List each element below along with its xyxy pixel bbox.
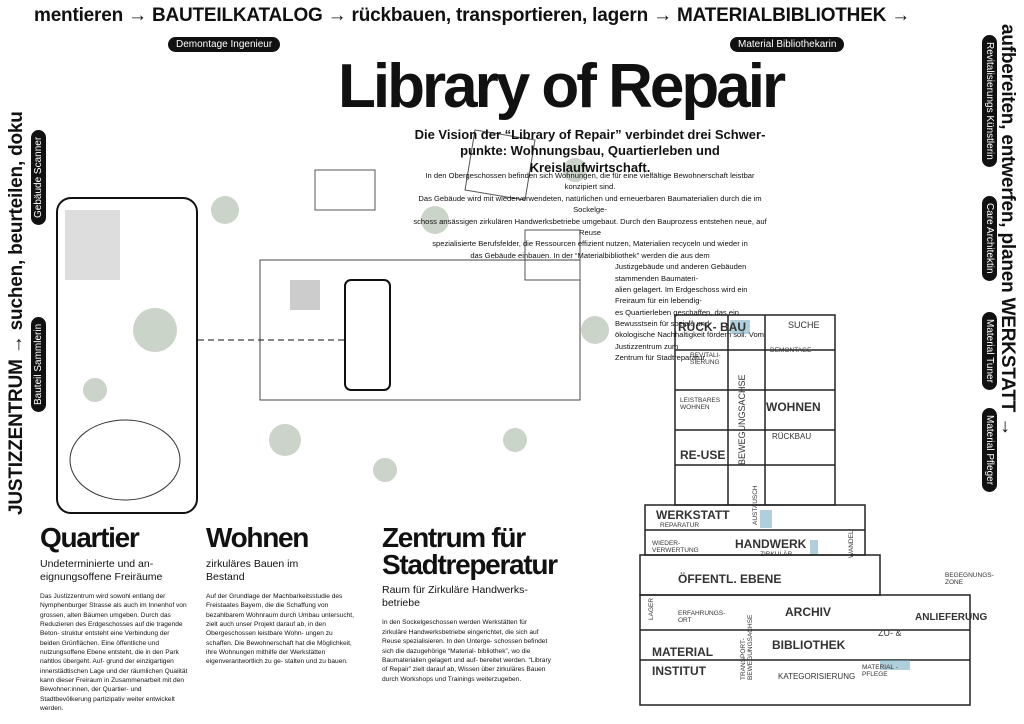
- section-text: In den Sockelgeschossen werden Werkstätt…: [382, 619, 551, 683]
- label-material: MATERIAL: [652, 645, 714, 659]
- page-title: Library of Repair: [338, 52, 786, 121]
- intro-line: Das Gebäude wird mit wiederverwendeten, …: [418, 193, 762, 215]
- intro-line: es Quartierleben geschaffen, das ein Bew…: [615, 307, 739, 329]
- label-anlieferung: ANLIEFERUNG: [915, 612, 988, 623]
- lead-text: Die Vision der “Library of Repair” verbi…: [414, 127, 766, 175]
- label-leistbares: LEISTBARES WOHNEN: [680, 397, 721, 411]
- role-gebaeude-scanner: Gebäude Scanner: [31, 129, 46, 225]
- section-wohnen: Wohnen zirkuläres Bauen im Bestand Auf d…: [206, 522, 356, 667]
- intro-line: schoss ansässigen zirkulären Handwerksbe…: [413, 216, 767, 237]
- role-care-architektin: Care Architektin: [982, 196, 997, 281]
- process-banner-top: mentieren → BAUTEILKATALOG → rückbauen, …: [34, 5, 911, 26]
- role-material-pfleger: Material Pfleger: [982, 408, 997, 493]
- label-wandel: WANDEL: [848, 530, 855, 558]
- section-quartier: Quartier Undeterminierte und an- eignung…: [40, 522, 190, 714]
- section-subtitle: Raum für Zirkuläre Handwerks- betriebe: [382, 584, 528, 610]
- label-kategorisierung: KATEGORISIERUNG: [778, 672, 856, 681]
- label-lager: LAGER: [648, 597, 655, 620]
- role-revitalisierungs-kuenstlerin: Revitalisierungs Künstlerin: [982, 35, 997, 167]
- label-zu: ZU- &: [878, 628, 902, 638]
- role-material-tuner: Material Tuner: [982, 312, 997, 390]
- building-section: [639, 314, 971, 706]
- label-materialpflege: MATERIAL -PFLEGE: [862, 664, 898, 678]
- label-reparatur: REPARATUR: [660, 522, 700, 529]
- label-demontage: DEMONTAGE: [770, 347, 812, 354]
- label-begegnungszone: BEGEGNUNGS- ZONE: [945, 572, 994, 586]
- section-text: Das Justizzentrum wird sowohl entlang de…: [40, 592, 188, 713]
- label-wiederverwertung: WIEDER- VERWERTUNG: [652, 540, 699, 554]
- intro-line: alien gelagert. Im Erdgeschoss wird ein …: [615, 284, 748, 306]
- label-bewegungsachse: BEWEGUNGSACHSE: [737, 374, 747, 465]
- process-banner-right: aufbereiten, entwerfen, planen WERKSTATT…: [997, 24, 1018, 437]
- intro-text: In den Obergeschossen befinden sich Wohn…: [410, 170, 770, 364]
- section-title: Wohnen: [206, 522, 309, 553]
- label-institut: INSTITUT: [652, 664, 706, 678]
- intro-line: ökologische Nachhaltigkeit fördern soll.…: [615, 330, 765, 351]
- label-transport: TRANSPORT- BEWEGUNGSACHSE: [740, 614, 754, 680]
- section-title: Quartier: [40, 522, 140, 553]
- intro-line: In den Obergeschossen befinden sich Wohn…: [425, 171, 755, 192]
- label-werkstatt: WERKSTATT: [656, 508, 730, 522]
- section-subtitle: Undeterminierte und an- eignungsoffene F…: [40, 557, 163, 583]
- section-zentrum: Zentrum für Stadtreperatur Raum für Zirk…: [382, 522, 597, 684]
- label-archiv: ARCHIV: [785, 605, 832, 619]
- label-revitali: REVITALI- SIERUNG: [690, 352, 721, 366]
- section-title: Zentrum für Stadtreperatur: [382, 522, 558, 580]
- label-bibliothek: BIBLIOTHEK: [772, 638, 846, 652]
- role-bauteil-sammlerin: Bauteil Sammlerin: [31, 316, 46, 412]
- label-rueckbau-top: RÜCK- BAU: [678, 320, 746, 334]
- intro-line: spezialisierte Berufsfelder, die Ressour…: [432, 239, 748, 249]
- label-rueckbau: RÜCKBAU: [772, 432, 812, 441]
- role-demontage-ingenieur: Demontage Ingenieur: [168, 37, 281, 52]
- role-material-bibliothekarin: Material Bibliothekarin: [730, 37, 845, 52]
- label-handwerk: HANDWERK: [735, 537, 807, 551]
- label-wohnen: WOHNEN: [766, 400, 821, 414]
- label-austausch: AUSTAUSCH: [752, 485, 759, 525]
- section-text: Auf der Grundlage der Machbarkeitsstudie…: [206, 592, 354, 666]
- intro-line: Justizgebäude und anderen Gebäuden stamm…: [615, 262, 747, 283]
- section-subtitle: zirkuläres Bauen im Bestand: [206, 557, 299, 583]
- label-suche: SUCHE: [788, 320, 820, 330]
- site-plan: [56, 129, 609, 514]
- label-oeffentl-ebene: ÖFFENTL. EBENE: [678, 572, 782, 586]
- intro-line: das Gebäude einbauen. In der “Materialbi…: [470, 250, 710, 260]
- process-banner-left: JUSTIZZENTRUM → suchen, beurteilen, doku: [6, 111, 27, 515]
- label-erfahrungsort: ERFAHRUNGS- ORT: [678, 610, 726, 624]
- intro-line: Zentrum für Stadtreparatur.: [615, 353, 707, 363]
- label-reuse: RE-USE: [680, 448, 726, 462]
- label-zirkular: ZIRKULÄR: [760, 551, 793, 558]
